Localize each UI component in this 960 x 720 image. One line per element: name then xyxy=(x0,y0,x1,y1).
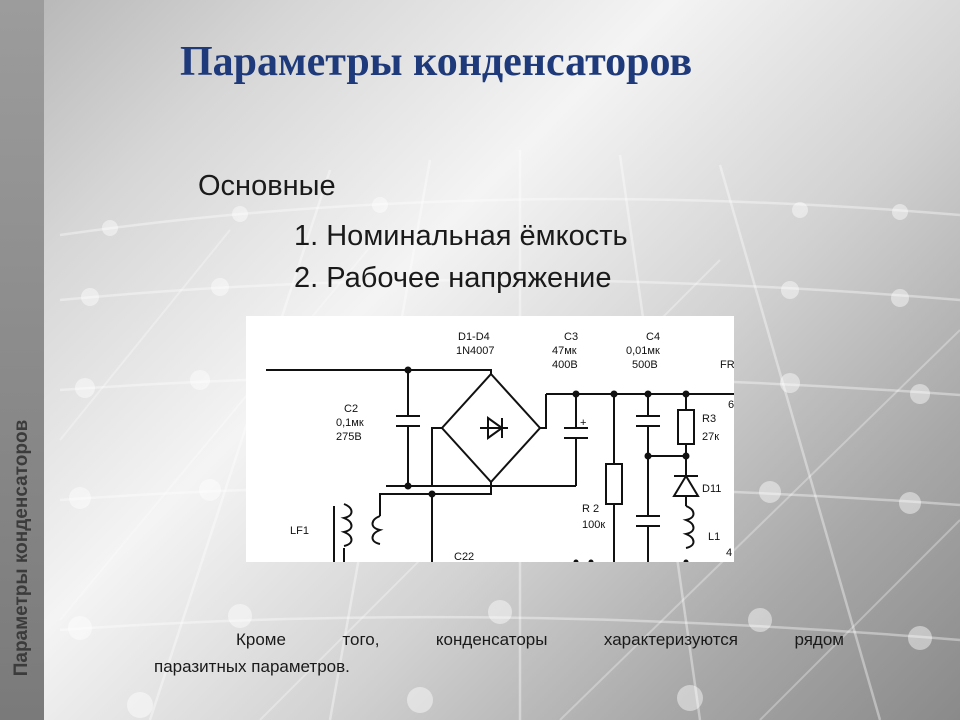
l1-label: L1 xyxy=(708,531,720,543)
list-item: 1. Номинальная ёмкость xyxy=(294,220,628,252)
schematic-drawing: C2 0,1мк 275В D1-D4 1N4007 C3 47мк 400В … xyxy=(266,331,734,562)
c2-value: 0,1мк xyxy=(336,417,364,429)
caption-text: Кроме того, конденсаторы характеризуются… xyxy=(154,626,844,680)
edge-digit-6: 6 xyxy=(728,399,734,411)
c4-value: 0,01мк xyxy=(626,345,660,357)
sidebar: Параметры конденсаторов xyxy=(0,0,44,720)
list-item: 2. Рабочее напряжение xyxy=(294,262,612,294)
c2-voltage: 275В xyxy=(336,431,362,443)
c4-voltage: 500В xyxy=(632,359,658,371)
d11-label: D11 xyxy=(702,483,721,495)
diode-model: 1N4007 xyxy=(456,345,495,357)
c3-value: 47мк xyxy=(552,345,577,357)
params-list: 1. Номинальная ёмкость 2. Рабочее напряж… xyxy=(294,215,628,299)
r3-value: 27к xyxy=(702,431,719,443)
caption-line-2: паразитных параметров. xyxy=(154,657,350,676)
heading-main-params: Основные xyxy=(198,170,336,202)
r2-value: 100к xyxy=(582,519,605,531)
c3-voltage: 400В xyxy=(552,359,578,371)
slide-title: Параметры конденсаторов xyxy=(180,39,693,85)
sidebar-label: Параметры конденсаторов xyxy=(11,419,32,677)
c2-label: C2 xyxy=(344,403,358,415)
edge-digit-4: 4 xyxy=(726,547,732,559)
c3-label: C3 xyxy=(564,331,578,343)
fr-label: FR xyxy=(720,359,734,371)
caption-line-1: Кроме того, конденсаторы характеризуются… xyxy=(236,630,844,649)
c4-label: C4 xyxy=(646,331,660,343)
lf1-label: LF1 xyxy=(290,525,309,537)
c22-label: C22 xyxy=(454,551,474,562)
r2-label: R 2 xyxy=(582,503,599,515)
diode-label: D1-D4 xyxy=(458,331,490,343)
c3-plus-sign: + xyxy=(580,417,586,429)
r3-label: R3 xyxy=(702,413,716,425)
circuit-schematic: C2 0,1мк 275В D1-D4 1N4007 C3 47мк 400В … xyxy=(246,316,734,562)
